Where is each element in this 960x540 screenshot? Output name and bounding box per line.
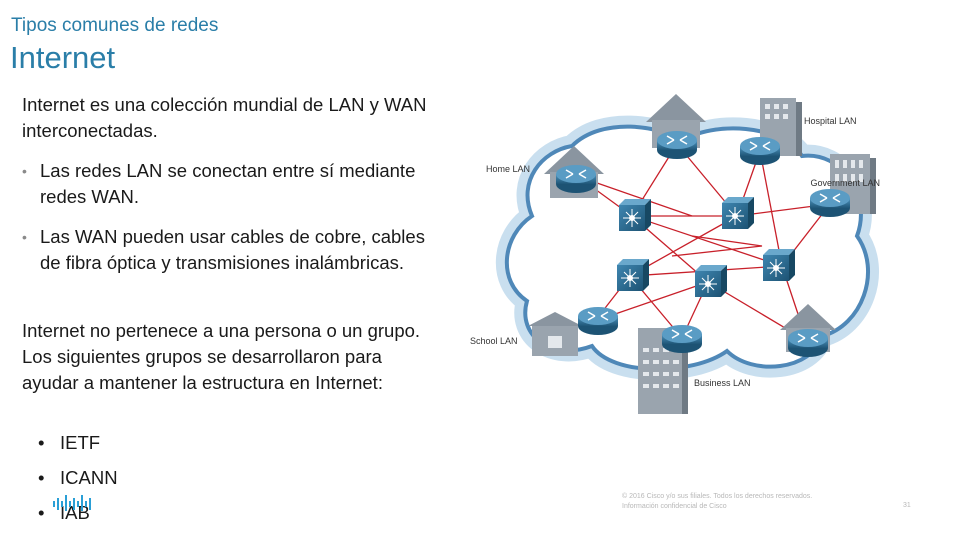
cisco-logo <box>53 495 91 511</box>
router-school-icon <box>577 306 619 336</box>
bullet-dot: • <box>22 229 27 245</box>
label-school-lan: School LAN <box>470 336 518 346</box>
bullet-text: Las redes LAN se conectan entre sí media… <box>40 160 416 207</box>
router-top-icon <box>656 130 698 160</box>
wan-switch-icon <box>721 196 755 230</box>
label-business-lan: Business LAN <box>694 378 751 388</box>
wan-switch-icon <box>762 248 796 282</box>
router-home-icon <box>555 164 597 194</box>
footer-copyright: © 2016 Cisco y/o sus filiales. Todos los… <box>622 492 812 512</box>
label-home-lan: Home LAN <box>486 164 530 174</box>
footer-confidential-line: Información confidencial de Cisco <box>622 503 727 510</box>
router-business-icon <box>661 324 703 354</box>
bullet-dot: • <box>38 502 45 523</box>
group-label: ICANN <box>60 467 118 488</box>
bullet-dot: • <box>38 467 45 488</box>
slide-subtitle: Tipos comunes de redes <box>11 15 219 36</box>
group-item-icann: • ICANN <box>38 465 118 491</box>
router-government-icon <box>809 188 851 218</box>
label-government-lan: Government LAN <box>810 178 880 188</box>
intro-paragraph: Internet es una colección mundial de LAN… <box>22 94 427 141</box>
wan-switch-icon <box>694 264 728 298</box>
wan-switch-icon <box>616 258 650 292</box>
slide-title: Internet <box>10 40 116 75</box>
group-item-ietf: • IETF <box>38 430 100 456</box>
bullet-text: Las WAN pueden usar cables de cobre, cab… <box>40 226 425 273</box>
ownership-paragraph: Internet no pertenece a una persona o un… <box>22 320 421 393</box>
router-bottom-right-icon <box>787 328 829 358</box>
bullet-wan-media: • Las WAN pueden usar cables de cobre, c… <box>22 224 432 276</box>
bullet-dot: • <box>22 163 27 179</box>
group-label: IETF <box>60 432 101 453</box>
bullet-dot: • <box>38 432 45 453</box>
footer-copyright-line: © 2016 Cisco y/o sus filiales. Todos los… <box>622 493 813 500</box>
bullet-lan-wan: • Las redes LAN se conectan entre sí med… <box>22 158 432 210</box>
label-hospital-lan: Hospital LAN <box>804 116 857 126</box>
wan-switch-icon <box>618 198 652 232</box>
router-hospital-icon <box>739 136 781 166</box>
page-number: 31 <box>903 502 911 509</box>
school-building-icon <box>528 312 582 356</box>
internet-network-diagram: Home LAN Hospital LAN Government LAN Sch… <box>470 94 880 414</box>
